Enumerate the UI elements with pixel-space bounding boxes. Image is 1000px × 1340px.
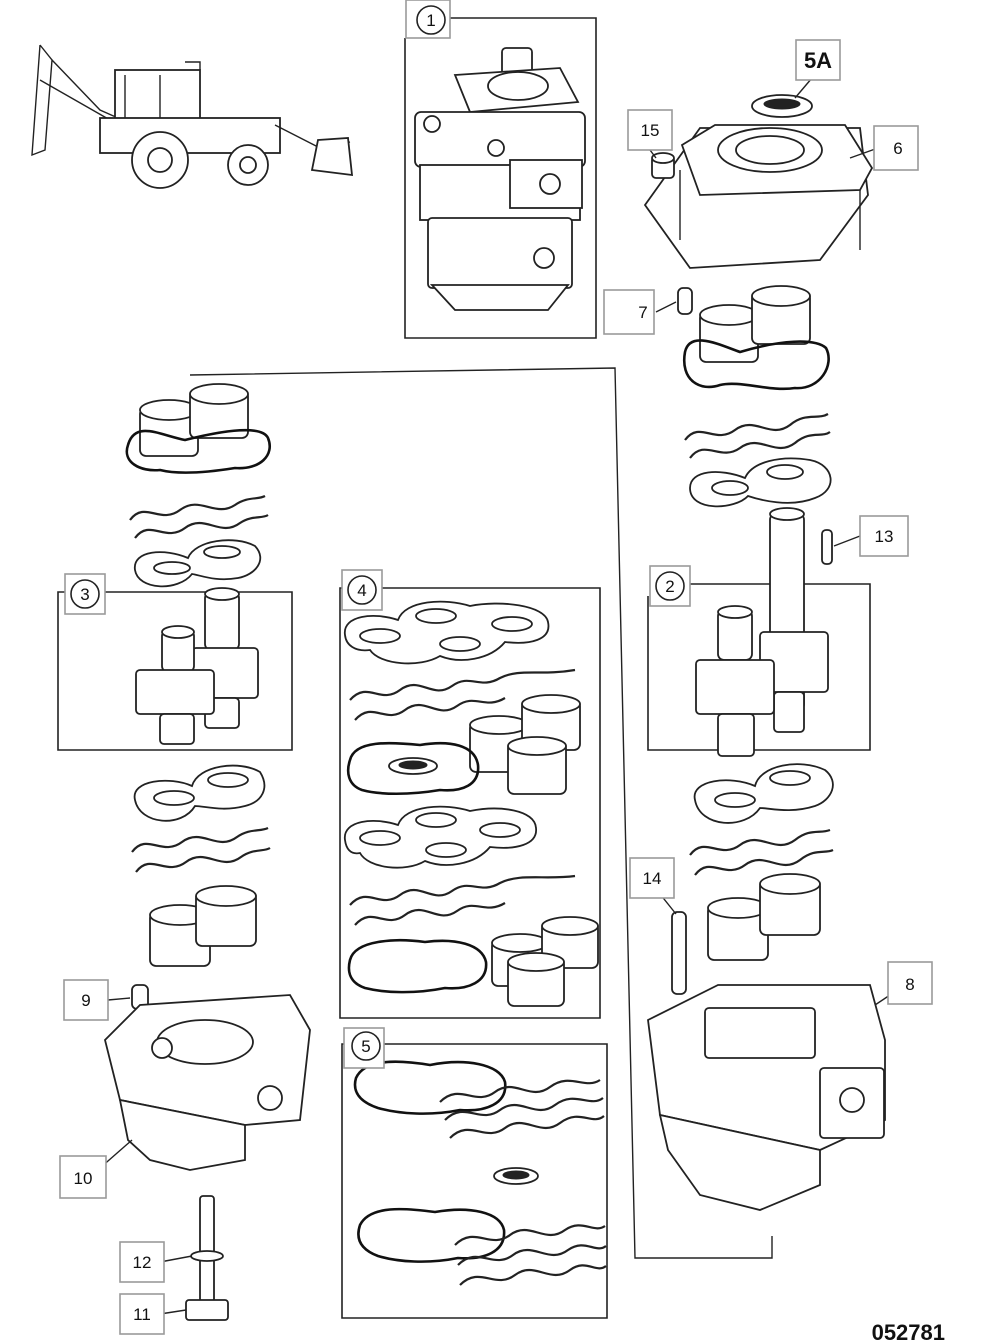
left-lower-seals (131, 826, 271, 873)
right-lower-seals (689, 828, 834, 876)
left-lower-thrust-plate (133, 764, 266, 822)
gear-set-2-frame (647, 583, 871, 751)
left-upper-bushes (125, 383, 271, 474)
callout-12: 12 (119, 1241, 165, 1283)
callout-13: 13 (859, 515, 909, 557)
callout-5a: 5A (795, 39, 841, 81)
left-upper-seals (129, 494, 269, 539)
callout-10: 10 (59, 1155, 107, 1199)
stud-14-illustration (671, 911, 687, 995)
left-lower-bushes (149, 885, 257, 967)
group-bracket (189, 367, 773, 1259)
callout-3: 3 (64, 573, 106, 615)
dowel-7-illustration (677, 287, 693, 315)
drawing-number: 052781 (872, 1320, 945, 1340)
callout-15: 15 (627, 109, 673, 151)
gear-set-2-illustration (695, 507, 829, 757)
callout-7-label: 7 (638, 303, 647, 322)
right-upper-seals (684, 413, 831, 459)
bolt-11-illustration (185, 1195, 229, 1321)
right-upper-thrust-plate (689, 457, 832, 508)
shaft-seal-5a-illustration (751, 94, 813, 118)
callout-2-label: 2 (665, 577, 674, 596)
backhoe-loader-illustration (31, 44, 354, 189)
callout-13-label: 13 (875, 527, 894, 546)
left-upper-thrust-plate (134, 539, 262, 588)
seal-kit-4-illustration (344, 600, 599, 1007)
callout-10-label: 10 (74, 1169, 93, 1188)
callout-1-label: 1 (426, 11, 435, 30)
callout-6-label: 6 (893, 139, 902, 158)
gear-set-3-frame (57, 591, 293, 751)
callout-8: 8 (887, 961, 933, 1005)
seal-kit-5-illustration (353, 1060, 607, 1286)
callout-11: 11 (119, 1293, 165, 1335)
callout-11-label: 11 (133, 1305, 151, 1324)
callout-9-label: 9 (81, 991, 90, 1010)
callout-5a-label: 5A (804, 48, 832, 73)
callout-12-label: 12 (133, 1253, 152, 1272)
callout-3-label: 3 (80, 585, 89, 604)
pump-assembly-illustration (414, 47, 586, 311)
right-upper-bushes (682, 285, 830, 391)
body-8-illustration (647, 984, 886, 1211)
callout-14-label: 14 (643, 869, 662, 888)
callout-14: 14 (629, 857, 675, 899)
nut-15-illustration (651, 152, 675, 179)
right-lower-thrust-plate (693, 763, 834, 824)
callout-4-label: 4 (357, 581, 366, 600)
body-10-illustration (104, 994, 311, 1171)
callout-2: 2 (649, 565, 691, 607)
key-13-illustration (821, 529, 833, 565)
gear-set-3-illustration (135, 587, 259, 745)
callout-15-label: 15 (641, 121, 660, 140)
callout-5: 5 (343, 1027, 385, 1069)
seal-kit-4-frame (339, 587, 601, 1019)
callout-4: 4 (341, 569, 383, 611)
washer-12-illustration (190, 1250, 224, 1262)
callout-9: 9 (63, 979, 109, 1021)
pump-assembly-frame (404, 17, 597, 339)
callout-7: 7 (603, 289, 655, 335)
callout-6: 6 (873, 125, 919, 171)
callout-8-label: 8 (905, 975, 914, 994)
callout-5-label: 5 (361, 1037, 370, 1056)
right-lower-bushes (707, 873, 821, 961)
callout-1: 1 (405, 0, 451, 39)
mounting-flange-illustration (643, 124, 874, 269)
